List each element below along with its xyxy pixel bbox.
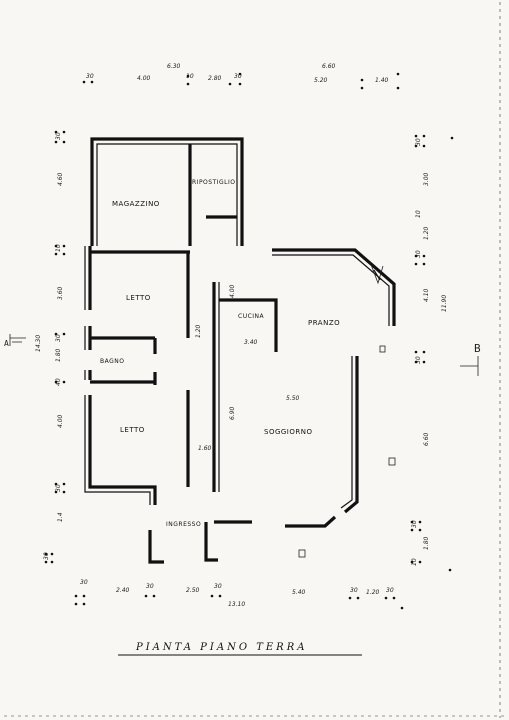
dim-corridor-2: 1.60: [198, 445, 212, 452]
room-label-ripostiglio: RIPOSTIGLIO: [192, 179, 236, 186]
dim-cucina-w: 4.00: [229, 284, 236, 298]
pillar-2: [298, 549, 306, 558]
dim-right-10: 10: [415, 210, 422, 218]
dim-bottom-total: 13.10: [228, 601, 245, 608]
dim-left-14: 1.4: [57, 512, 64, 522]
dim-right-10b: 10: [411, 558, 418, 566]
wall-bottom-ingresso: [148, 530, 164, 564]
pillar-1: [388, 457, 396, 466]
dim-right-total: 11.90: [441, 295, 448, 312]
room-label-soggiorno: SOGGIORNO: [264, 428, 313, 436]
dim-top-10: 10: [186, 73, 194, 80]
dim-bottom-30c: 30: [214, 583, 222, 590]
dim-left-30: 30: [55, 132, 62, 140]
dim-cucina-h: 3.40: [244, 339, 258, 346]
room-label-pranzo: PRANZO: [308, 319, 340, 327]
dim-bottom-240: 2.40: [116, 587, 130, 594]
dim-top-520: 5.20: [314, 77, 328, 84]
dim-right-120: 1.20: [423, 226, 430, 240]
dim-left-400: 4.00: [57, 414, 64, 428]
room-label-magazzino: MAGAZZINO: [112, 200, 160, 208]
dim-right-660: 6.60: [423, 432, 430, 446]
dim-bottom-250: 2.50: [186, 587, 200, 594]
dim-left-180: 1.80: [55, 348, 62, 362]
dim-left-30d: 30: [43, 552, 50, 560]
dim-top-30b: 30: [234, 73, 242, 80]
wall-outer-soggiorno: [343, 356, 359, 514]
dim-bottom-120: 1.20: [366, 589, 380, 596]
dim-right-30: 30: [415, 138, 422, 146]
dim-top-140: 1.40: [375, 77, 389, 84]
dim-right-30d: 30: [411, 520, 418, 528]
dim-right-30b: 30: [415, 250, 422, 258]
dim-bottom-30e: 30: [386, 587, 394, 594]
door-leaf-pranzo: [373, 269, 381, 281]
dim-top-400: 4.00: [137, 75, 151, 82]
wall-outer-top-left: [90, 137, 244, 246]
dim-top-630: 6.30: [167, 63, 181, 70]
dim-left-30b: 30: [55, 334, 62, 342]
dim-left-30c: 30: [55, 484, 62, 492]
room-label-cucina: CUCINA: [238, 313, 265, 320]
wall-outer-pranzo: [272, 248, 396, 326]
dim-left-total: 14.30: [35, 335, 42, 352]
dim-right-300: 3.00: [423, 172, 430, 186]
wall-cucina: [219, 298, 278, 352]
door-swing-pranzo: [369, 261, 384, 285]
dim-corridor-h: 6.90: [229, 406, 236, 420]
section-mark-a: A: [4, 339, 9, 348]
room-label-letto-top: LETTO: [126, 294, 151, 302]
dim-bottom-ticks: [74, 594, 404, 610]
section-mark-b-line: [460, 356, 479, 376]
dim-left-group: 30 4.60 10 3.60 30 1.80 40 4.00 30 1.4 3…: [35, 130, 66, 564]
room-label-bagno: BAGNO: [100, 358, 124, 365]
dim-soggiorno: 5.50: [286, 395, 300, 402]
dim-left-10: 10: [55, 244, 62, 252]
wall-bottom-middle: [204, 520, 252, 562]
wall-bottom-right: [285, 515, 337, 528]
wall-outer-left-inner: [84, 246, 151, 505]
dim-top-ticks: [82, 72, 400, 90]
dim-top-660: 6.60: [322, 63, 336, 70]
wall-outer-top-left-inner: [96, 143, 238, 246]
wall-outer-left: [88, 246, 157, 505]
dim-bottom-30b: 30: [146, 583, 154, 590]
dim-left-460: 4.60: [57, 172, 64, 186]
section-mark-b: B: [474, 342, 481, 355]
dim-left-360: 3.60: [57, 286, 64, 300]
dim-right-group: 30 3.00 10 1.20 30 4.10 11.90 30 6.60 30…: [410, 134, 454, 572]
dim-corridor-w: 1.20: [195, 324, 202, 338]
pillar-3: [379, 345, 386, 353]
dim-top-280: 2.80: [208, 75, 222, 82]
dim-left-40: 40: [55, 378, 62, 386]
wall-outer-pranzo-inner: [272, 254, 390, 326]
room-label-letto-bottom: LETTO: [120, 426, 145, 434]
dim-right-410: 4.10: [423, 288, 430, 302]
drawing-title: PIANTA PIANO TERRA: [135, 642, 307, 653]
room-label-ingresso: INGRESSO: [166, 521, 201, 528]
dim-bottom-30a: 30: [80, 579, 88, 586]
dim-top-30a: 30: [86, 73, 94, 80]
wall-outer-soggiorno-inner: [340, 356, 353, 509]
dim-bottom-540: 5.40: [292, 589, 306, 596]
dim-right-30c: 30: [415, 356, 422, 364]
section-mark-a-line: [9, 334, 26, 346]
dim-bottom-30d: 30: [350, 587, 358, 594]
dim-right-180: 1.80: [423, 536, 430, 550]
